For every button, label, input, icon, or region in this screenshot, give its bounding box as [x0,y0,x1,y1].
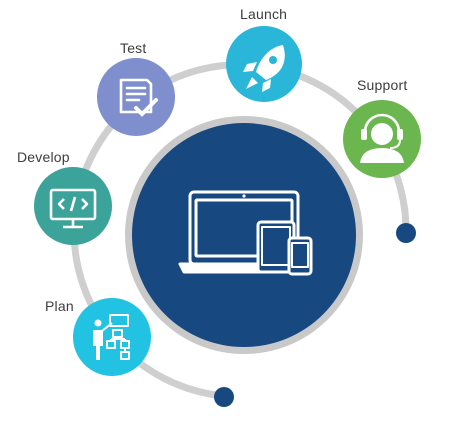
ring-end-dot-bottom [214,387,234,407]
stage-develop[interactable] [34,167,112,245]
center-circle [132,123,356,347]
stage-label-plan: Plan [45,298,74,314]
presentation-flowchart-icon [93,314,130,360]
stage-label-support: Support [357,77,408,93]
test-node-circle [97,58,175,136]
stage-label-develop: Develop [17,149,70,165]
headset-user-icon [360,113,404,163]
ring-end-dot-right [396,223,416,243]
stage-test[interactable] [97,58,175,136]
stage-plan[interactable] [73,298,151,376]
rocket-icon [243,45,285,92]
stage-launch[interactable] [226,26,302,102]
stage-label-test: Test [120,40,147,56]
checklist-icon [119,78,158,117]
code-monitor-icon [49,188,97,229]
devices-icon [178,190,313,276]
stage-label-launch: Launch [240,6,288,22]
stage-support[interactable] [343,100,421,178]
